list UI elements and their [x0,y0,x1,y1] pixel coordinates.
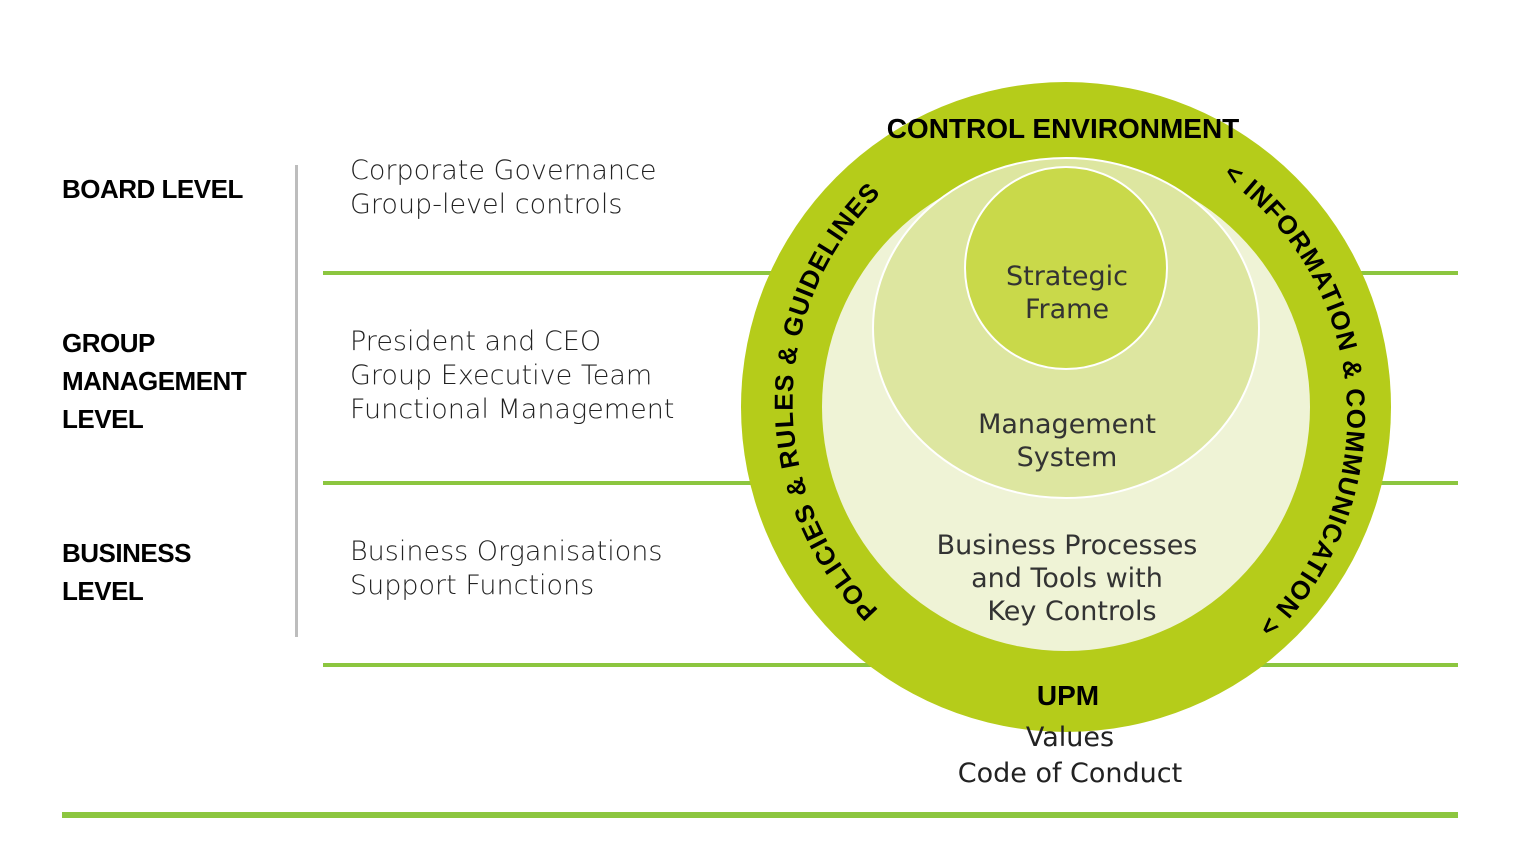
board-desc-line-1: Corporate Governance [350,155,657,186]
code-of-conduct-line: Code of Conduct [957,758,1183,789]
business-desc-line-2: Support Functions [350,570,595,601]
board-level-description: Corporate Governance Group-level control… [350,154,656,222]
strategic-frame-circle [964,166,1168,370]
board-level-label: BOARD LEVEL [62,170,243,208]
group-management-line-1: GROUP [62,328,155,358]
business-line-2: and Tools with [971,563,1163,594]
upm-label: UPM [1037,680,1099,711]
group-management-line-3: LEVEL [62,404,144,434]
group-desc-line-2: Group Executive Team [350,360,653,391]
management-line-1: Management [978,409,1156,440]
business-line-1: Business Processes [937,530,1198,561]
business-level-line-2: LEVEL [62,576,144,606]
strategic-line-2: Frame [1025,294,1109,325]
business-level-label: BUSINESS LEVEL [62,534,191,610]
group-management-description: President and CEO Group Executive Team F… [350,325,674,427]
business-level-line-1: BUSINESS [62,538,191,568]
board-level-line: BOARD LEVEL [62,174,243,204]
group-management-line-2: MANAGEMENT [62,366,247,396]
strategic-line-1: Strategic [1006,261,1128,292]
values-block: Values Code of Conduct [940,720,1200,792]
business-desc-line-1: Business Organisations [350,536,663,567]
control-environment-title: CONTROL ENVIRONMENT [887,113,1240,144]
board-desc-line-2: Group-level controls [350,189,623,220]
bottom-line [62,812,1458,818]
business-level-description: Business Organisations Support Functions [350,535,662,603]
group-desc-line-3: Functional Management [350,394,675,425]
vertical-divider [295,165,298,637]
group-management-level-label: GROUP MANAGEMENT LEVEL [62,324,247,438]
management-line-2: System [1017,442,1118,473]
business-line-3: Key Controls [987,596,1156,627]
values-line: Values [1025,722,1115,753]
group-desc-line-1: President and CEO [350,326,602,357]
